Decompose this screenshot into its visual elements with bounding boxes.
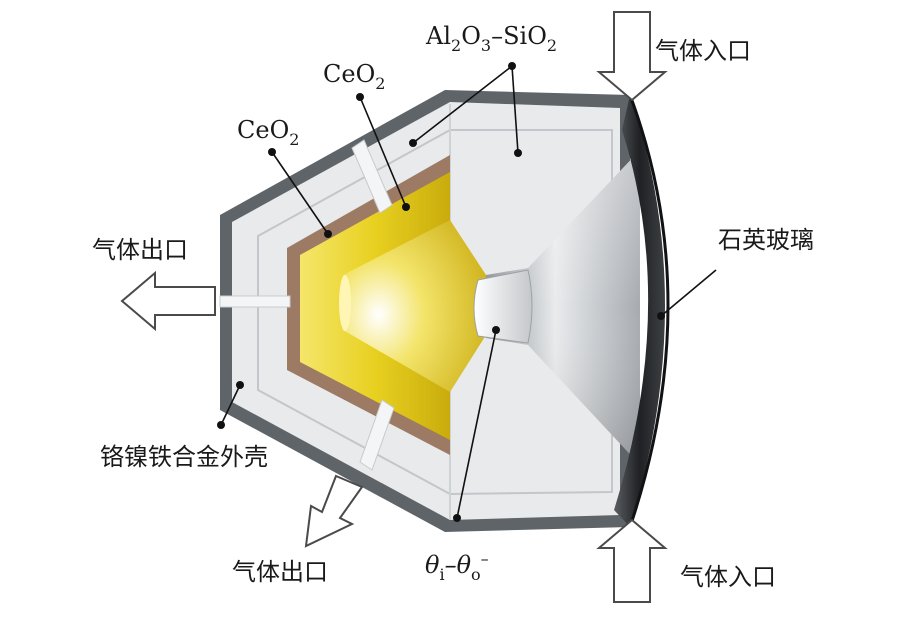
label-gas-outlet-bottom: 气体出口	[232, 558, 328, 586]
label-quartz-glass: 石英玻璃	[718, 226, 814, 254]
gas-inlet-top-arrow	[596, 11, 668, 102]
aperture	[473, 269, 533, 344]
label-alumina-silica: Al2O3–SiO2	[425, 22, 557, 55]
quartz-window	[614, 95, 665, 527]
label-ceo2-outer: CeO2	[237, 116, 299, 149]
outlet-channel-bottom	[359, 399, 395, 471]
cavity	[343, 220, 486, 392]
label-gas-inlet-top: 气体入口	[655, 37, 751, 65]
label-ceo2-inner: CeO2	[323, 60, 385, 93]
label-gas-outlet-left: 气体出口	[92, 236, 188, 264]
label-gas-inlet-bottom: 气体入口	[680, 563, 776, 591]
gas-outlet-left-arrow	[120, 270, 216, 332]
inlet-channel-top	[351, 139, 393, 214]
gas-outlet-bottom-arrow	[304, 474, 364, 548]
gas-inlet-bottom-arrow	[596, 518, 668, 603]
outlet-channel-left	[219, 295, 291, 308]
label-inconel-shell: 铬镍铁合金外壳	[100, 443, 268, 471]
cavity-back	[339, 275, 351, 331]
label-theta-angles: θi–θo–	[425, 549, 489, 584]
